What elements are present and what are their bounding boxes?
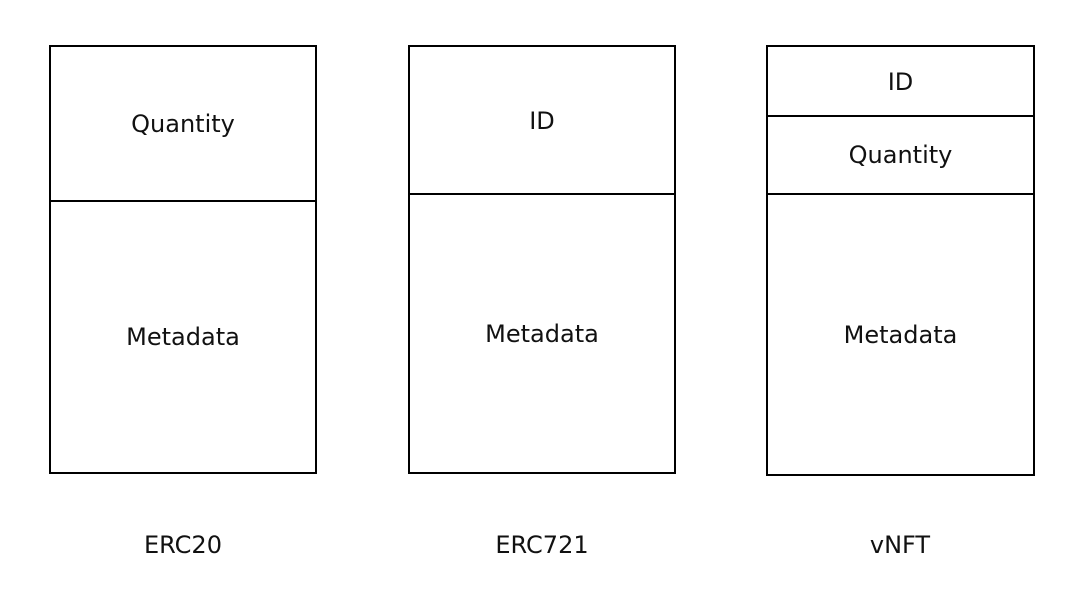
erc20-metadata-cell: Metadata (126, 323, 240, 351)
vnft-id-cell: ID (887, 67, 914, 96)
erc721-divider (410, 193, 674, 195)
vnft-quantity-cell: Quantity (848, 141, 953, 169)
vnft-caption: vNFT (869, 531, 931, 559)
erc20-divider (51, 200, 315, 202)
erc721-structure-box: ID Metadata (408, 45, 676, 474)
erc20-caption: ERC20 (144, 531, 222, 559)
vnft-divider-top (768, 115, 1033, 117)
erc20-quantity-cell: Quantity (131, 110, 235, 138)
vnft-structure-box: ID Quantity Metadata (766, 45, 1035, 476)
vnft-divider-bottom (768, 193, 1033, 195)
erc721-id-cell: ID (529, 106, 555, 135)
erc721-caption: ERC721 (495, 531, 589, 559)
vnft-metadata-cell: Metadata (843, 320, 958, 349)
erc721-metadata-cell: Metadata (485, 319, 599, 348)
erc20-structure-box: Quantity Metadata (49, 45, 317, 474)
